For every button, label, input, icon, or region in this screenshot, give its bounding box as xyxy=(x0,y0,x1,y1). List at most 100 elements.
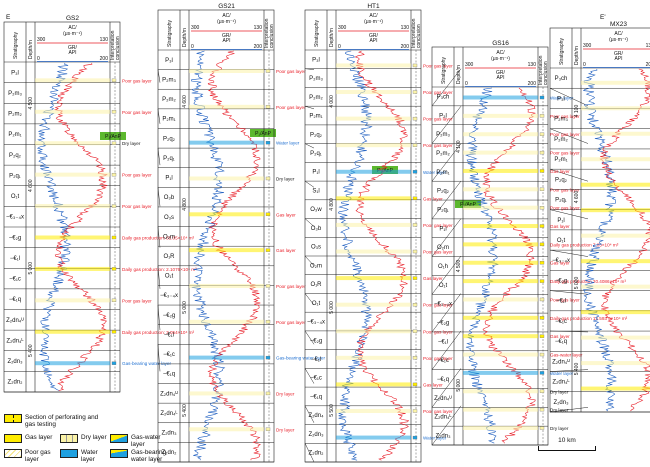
layer-marker xyxy=(412,90,418,94)
stratum-label: P₂q₂ xyxy=(9,153,22,159)
legend-label: Section of perforating and gas testing xyxy=(25,414,99,428)
layer-band xyxy=(189,104,264,109)
layer-band xyxy=(189,355,264,360)
layer-marker xyxy=(539,114,545,118)
stratum-label: −€₁q xyxy=(9,297,21,303)
interpretation-annotation: Poor gas layer xyxy=(423,223,453,228)
depth-header: Depth/m xyxy=(329,28,335,47)
interpretation-annotation: Dry layer xyxy=(276,176,295,181)
layer-marker xyxy=(265,248,271,252)
layer-band xyxy=(581,208,650,213)
layer-band xyxy=(581,233,650,238)
depth-header: Depth/m xyxy=(574,46,580,65)
stratum-label: O₂m xyxy=(310,263,322,269)
layer-marker xyxy=(111,298,117,303)
interpretation-annotation: Poor gas layer xyxy=(122,110,152,115)
stratum-label: P₂m₃ xyxy=(554,117,568,123)
correlation-line xyxy=(304,368,315,384)
layer-band xyxy=(336,276,411,281)
interpretation-annotation: Poor gas layer xyxy=(276,320,306,325)
correlation-line xyxy=(549,249,589,257)
correlation-line xyxy=(431,255,462,295)
correlation-line xyxy=(304,105,315,110)
unconformity-marker xyxy=(250,129,276,137)
ac-header: (μs·m⁻¹) xyxy=(63,31,82,37)
layer-marker xyxy=(265,69,271,73)
stratum-label: −€₁c xyxy=(163,352,175,358)
section-start-label: E xyxy=(6,14,11,21)
layer-marker xyxy=(412,170,418,174)
legend-label: Gas layer xyxy=(25,434,53,441)
layer-marker xyxy=(539,297,545,302)
correlation-line xyxy=(304,255,315,266)
stratum-label: −€₁q xyxy=(310,394,322,400)
depth-tick-label: 4 100 xyxy=(574,105,580,118)
depth-tick-label: 4 800 xyxy=(329,198,335,211)
layer-band xyxy=(336,116,411,121)
layer-band xyxy=(581,259,650,264)
ac-scale-left: 300 xyxy=(583,43,592,49)
interpretation-annotation: Poor gas layer xyxy=(423,117,453,122)
correlation-line xyxy=(157,226,161,248)
stratum-label: Z₂dn₂ xyxy=(309,451,325,457)
well-name: GS21 xyxy=(218,3,235,10)
gr-scale-right: 200 xyxy=(401,44,410,50)
stratum-label: P₃l xyxy=(11,70,19,76)
gr-curve xyxy=(36,62,72,391)
layer-marker xyxy=(539,132,545,136)
layer-marker xyxy=(412,223,418,227)
layer-marker xyxy=(539,169,545,173)
layer-marker xyxy=(265,284,271,288)
correlation-line xyxy=(431,368,462,408)
gr-scale-left: 0 xyxy=(583,62,586,68)
depth-tick-label: 4 600 xyxy=(182,95,188,108)
ac-scale-left: 300 xyxy=(191,25,200,31)
stratum-label: P₂m₁ xyxy=(436,170,449,176)
stratum-label: −€₂g xyxy=(310,338,323,344)
layer-band xyxy=(463,242,538,247)
stratum-label: −€₃₋₄x xyxy=(552,258,570,264)
interpretation-annotation: Gas layer xyxy=(423,276,443,281)
stratigraphy-header: Stratigraphy xyxy=(13,32,19,59)
correlation-line xyxy=(549,369,589,372)
unconformity-marker-label: P₁/AnP xyxy=(255,131,272,137)
layer-marker xyxy=(265,176,271,181)
legend-item-perforation: Section of perforating and gas testing xyxy=(4,414,105,428)
stratum-label: −€₃₋₄x xyxy=(434,302,452,308)
layer-band xyxy=(463,425,538,430)
stratum-label: P₂m₁ xyxy=(309,114,322,120)
stratum-label: −€₂g xyxy=(9,235,22,241)
stratigraphy-header: Stratigraphy xyxy=(314,20,320,47)
stratum-label: O₁t xyxy=(439,283,448,289)
interpretation-annotation: Poor gas layer xyxy=(423,63,453,68)
stratum-label: O₁t xyxy=(557,238,566,244)
layer-band xyxy=(581,335,650,340)
correlation-line xyxy=(431,330,462,370)
stratum-label: Z₂dn₃ xyxy=(553,400,569,406)
stratum-label: Z₂dn₄ᵁ xyxy=(434,395,452,402)
gas-layer-swatch xyxy=(4,434,22,443)
layer-marker xyxy=(265,105,271,109)
layer-band xyxy=(35,298,110,303)
layer-band xyxy=(463,113,538,118)
layer-band xyxy=(463,168,538,173)
legend-item-dry: Dry layer xyxy=(60,434,107,443)
stratum-label: P₂q₂ xyxy=(555,177,568,183)
stratum-label: P₂m₂ xyxy=(162,97,176,103)
unconformity-marker-label: P₁/AnP xyxy=(105,134,122,140)
layer-marker xyxy=(412,435,418,440)
layer-band xyxy=(581,284,650,289)
ac-header: AC/ xyxy=(222,13,231,19)
layer-band xyxy=(35,266,110,271)
ac-scale-left: 300 xyxy=(338,25,347,31)
interpretation-annotation: Poor gas layer xyxy=(122,298,152,303)
interpretation-header: conclusion xyxy=(115,36,121,60)
stratum-label: P₂m₂ xyxy=(8,112,22,118)
correlation-line xyxy=(431,293,462,333)
layer-band xyxy=(35,172,110,177)
stratum-label: −€₃₋₄x xyxy=(6,215,24,221)
layer-band xyxy=(336,90,411,95)
stratum-label: P₂m₁ xyxy=(162,117,175,123)
stratum-label: P₂q₂ xyxy=(437,189,450,195)
depth-tick-label: 5 000 xyxy=(182,301,188,314)
